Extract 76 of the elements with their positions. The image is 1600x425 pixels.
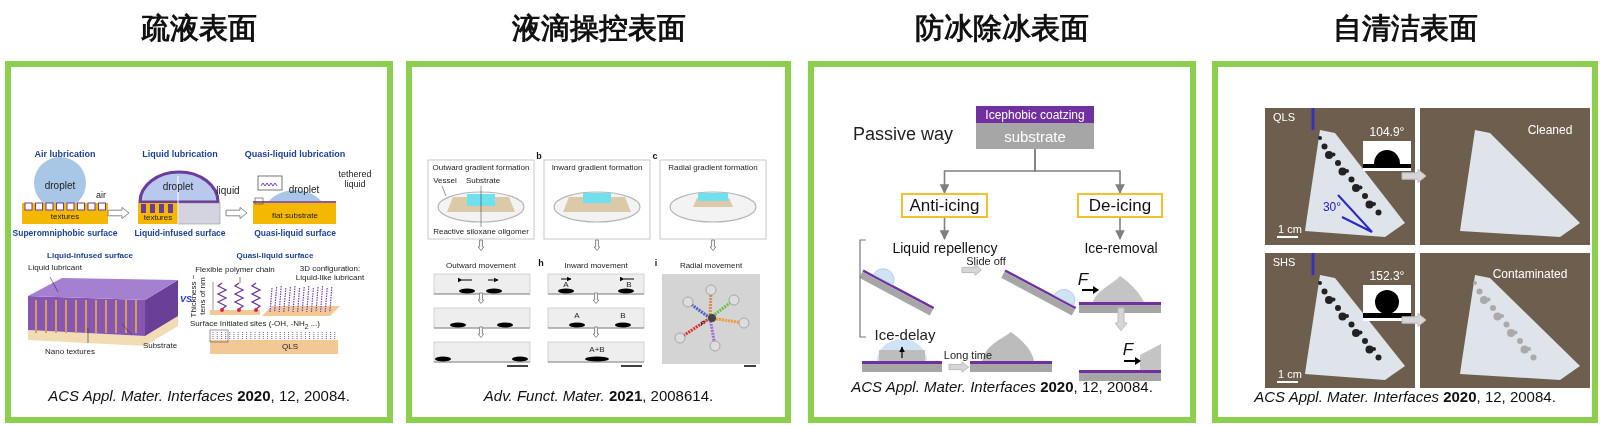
photo-label: Contaminated [1492,268,1568,282]
panel-letter: h [538,259,544,269]
figure-label: droplet [288,183,320,195]
figure-title: Inward gradient formation [551,163,643,173]
figure-title: Outward gradient formation [432,163,530,173]
angle-label: 152.3° [1369,270,1405,284]
panel-heading: 防冰除冰表面 [914,13,1090,45]
figure-title: Quasi-liquid lubrication [244,150,346,160]
figure-label: flat substrate [272,211,318,221]
figure-title: Outward movement [446,261,516,271]
figure-label: Vessel [433,176,457,186]
panel-heading: 液滴操控表面 [510,13,687,45]
figure-label: B [626,280,632,290]
figure-label: droplet [44,179,76,191]
figure-title: Inward movement [564,261,628,271]
figure-label: Substrate [465,176,501,186]
step-label: Liquid repellency [888,239,1002,257]
figure-label: B [620,311,626,321]
figure-title: Radial movement [679,261,743,271]
figure-title: Liquid lubrication [142,150,218,160]
figure-title: Quasi-liquid surface [236,251,314,261]
connector-arrow [939,217,950,240]
figure-label: Liquid lubricant [28,263,82,273]
figure-label: A [563,280,569,290]
figure-caption: Liquid-infused surface [134,229,226,239]
figure-label: Ice-delay [874,326,936,344]
connector-arrow [1115,217,1125,240]
figure-label: textures [50,212,80,222]
connector-arrow [1034,148,1125,194]
figure-title: Radial gradient formation [668,163,758,173]
figure-label: Flexible polymer chain [195,265,275,275]
figure-label: Nano textures [45,347,95,357]
figure-label: textures [143,213,173,223]
photo-label: SHS [1272,255,1296,269]
figure-label: QLS [282,342,298,352]
scale-label: 1 cm [1278,367,1302,381]
figure-label: A [574,311,580,321]
figure-title: Liquid-infused surface [47,251,133,261]
citation-text: ACS Appl. Mater. Interfaces 2020, 12, 20084. [1252,389,1557,406]
photo-label: QLS [1273,110,1295,124]
scale-label: 1 cm [1278,222,1302,236]
figure-label: liquid [216,184,240,196]
process-box: De-icing [1077,193,1163,218]
panel-heading: 自清洁表面 [1331,13,1479,45]
figure-label: VS [180,295,192,305]
panel-letter: i [654,259,658,269]
force-label: F [1122,340,1134,360]
force-label: F [1077,270,1089,290]
panel-heading: 疏液表面 [140,13,258,45]
citation-text: Adv. Funct. Mater. 2021, 2008614. [482,388,715,405]
figure-label: Surface Initiated sites (-OH, -NH$_{2}$ ...) [190,320,320,330]
citation-text: ACS Appl. Mater. Interfaces 2020, 12, 20084. [849,379,1154,396]
photo-label: Cleaned [1527,124,1573,138]
figure-label: air [96,191,106,201]
panel-letter: c [652,152,658,162]
figure-label: A+B [589,345,605,355]
figure-label: droplet [162,180,194,192]
panel-letter: b [536,152,542,162]
substrate-layer-box: substrate [976,123,1094,149]
figure-label: 3D configuration: Liquid-like lubricant [294,265,366,283]
figure-title: Air lubrication [34,150,96,160]
figure-label: Passive way [853,125,953,145]
figure-caption: Quasi-liquid surface [254,229,336,239]
step-label: Ice-removal [1082,239,1160,257]
figure-label: Reactive siloxane oligomer [433,227,529,237]
figure-label: Long time [943,348,993,362]
coating-layer-box: Icephobic coatzing [976,106,1094,123]
figure-label: F [700,319,706,329]
figure-label: Substrate [142,341,178,351]
process-box: Anti-icing [901,193,988,218]
angle-label: 30° [1322,201,1342,215]
citation-text: ACS Appl. Mater. Interfaces 2020, 12, 20084. [46,388,351,405]
figure-caption: Superomniphobic surface [12,229,118,239]
angle-label: 104.9° [1369,126,1405,140]
figure-label: tethered liquid [337,170,373,190]
figure-label: Thickness ~ tens of nm [190,273,208,320]
